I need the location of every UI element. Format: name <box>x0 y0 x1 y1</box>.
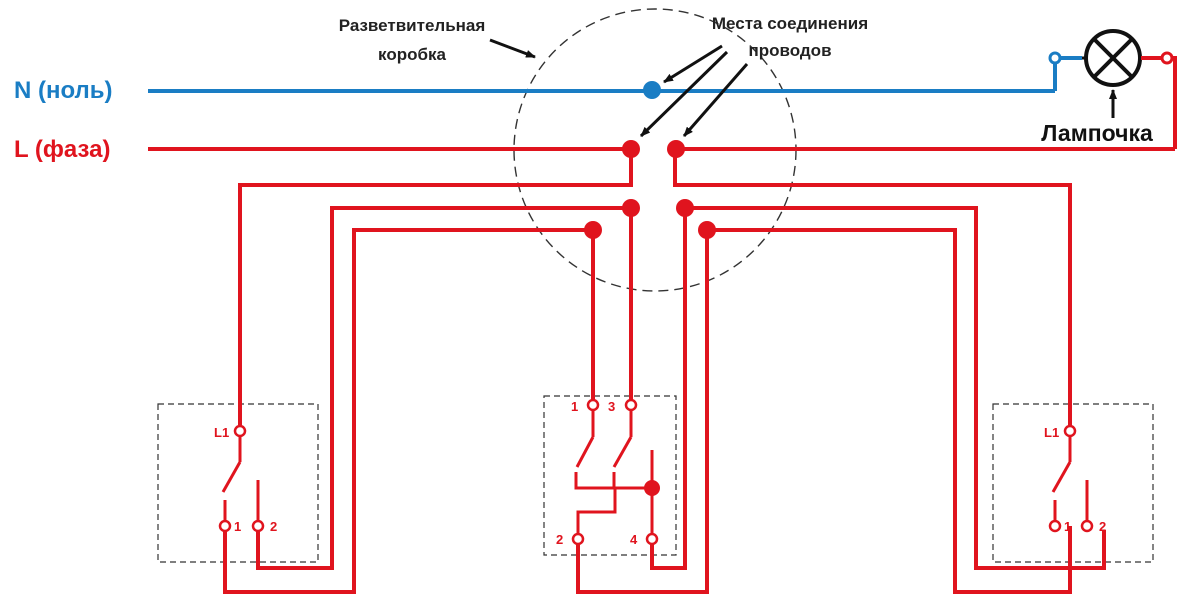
switch-right-contacts <box>1051 436 1089 521</box>
switch-right-t1-label: 1 <box>1064 519 1071 534</box>
switch-middle-terminal-1 <box>586 398 600 412</box>
switch-right-common-label: L1 <box>1044 425 1059 440</box>
switch-right-box <box>992 403 1154 563</box>
switch-right-t2-label: 2 <box>1099 519 1106 534</box>
junction-box-arrow <box>489 38 536 59</box>
switch-right-terminal-2 <box>1080 519 1094 533</box>
junction-box-label-line1: Разветвительная <box>339 16 486 35</box>
connection-dot-traveler-d <box>698 221 716 239</box>
junction-box-label-line2: коробка <box>378 45 446 64</box>
switch-left-t1-label: 1 <box>234 519 241 534</box>
connection-arrow-neutral <box>663 44 723 84</box>
connection-dot-traveler-a <box>622 199 640 217</box>
switch-middle-terminal-3 <box>624 398 638 412</box>
neutral-label: N (ноль) <box>14 77 113 104</box>
connection-dot-traveler-c <box>584 221 602 239</box>
connection-dot-phase-in <box>622 140 640 158</box>
switch-left-common-terminal <box>233 424 247 438</box>
neutral-wire <box>148 56 1082 93</box>
neutral-terminal <box>1048 51 1062 65</box>
switch-left-common-label: L1 <box>214 425 229 440</box>
phase-label: L (фаза) <box>14 136 110 163</box>
switch-middle-box <box>543 395 677 556</box>
connection-dot-traveler-b <box>676 199 694 217</box>
switch-left-terminal-2 <box>251 519 265 533</box>
lamp-icon <box>1082 29 1162 87</box>
connection-arrow-phase <box>639 50 729 138</box>
switch-right-terminal-1 <box>1048 519 1062 533</box>
annotation-arrows <box>489 38 749 138</box>
switch-middle-contacts <box>574 410 654 537</box>
switch-middle-t1-label: 1 <box>571 399 578 414</box>
switch-middle-terminal-4 <box>645 532 659 546</box>
connection-arrow-lamp <box>682 63 749 137</box>
lamp-label: Лампочка <box>1041 120 1153 146</box>
lamp-phase-terminal <box>1160 51 1174 65</box>
neutral-junction-dot <box>643 81 661 99</box>
switch-middle-t3-label: 3 <box>608 399 615 414</box>
switch-middle-t2-label: 2 <box>556 532 563 547</box>
switch-right-common-terminal <box>1063 424 1077 438</box>
switch-middle-junction-dot <box>644 480 660 496</box>
connection-dots <box>584 140 716 239</box>
switch-middle-t4-label: 4 <box>630 532 638 547</box>
switch-middle-terminal-2 <box>571 532 585 546</box>
switch-left-terminal-1 <box>218 519 232 533</box>
switch-left-t2-label: 2 <box>270 519 277 534</box>
switch-left-contacts <box>221 430 260 521</box>
connection-dot-lamp <box>667 140 685 158</box>
connections-label-line1: Места соединения <box>712 14 868 33</box>
connections-label-line2: проводов <box>748 41 831 60</box>
phase-wires <box>148 56 1177 594</box>
